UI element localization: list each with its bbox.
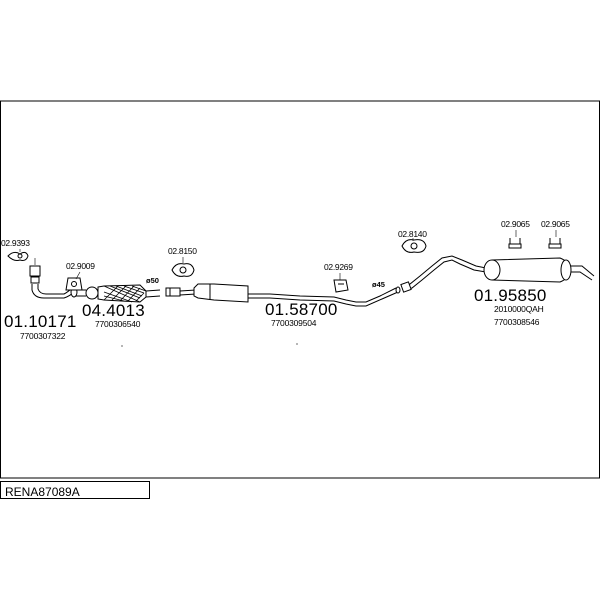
fitting-a-drawing	[7, 251, 29, 261]
oe-number-rear-1: 2010000QAH	[494, 304, 544, 314]
fitting-e-drawing	[401, 239, 427, 253]
fitting-label-a: 02.9393	[1, 238, 30, 248]
part-number-middle: 01.58700	[265, 300, 338, 319]
sleeve-drawing	[165, 287, 181, 297]
fitting-f-drawing	[508, 238, 522, 249]
part-number-catalyst: 04.4013	[82, 301, 145, 320]
fitting-g-drawing	[548, 238, 562, 249]
diameter-label-1: ø50	[146, 276, 159, 285]
rear-silencer-drawing	[400, 255, 595, 293]
oe-number-downpipe: 7700307322	[20, 331, 66, 341]
catalyst-drawing	[85, 284, 161, 303]
fitting-label-g: 02.9065	[541, 219, 570, 229]
fitting-c-drawing	[171, 263, 195, 277]
fitting-d-drawing	[333, 279, 349, 293]
dot-2	[296, 343, 298, 345]
diameter-label-2: ø45	[372, 280, 385, 289]
fitting-label-e: 02.8140	[398, 229, 427, 239]
leader-lines	[19, 230, 557, 280]
title-box: RENA87089A	[0, 481, 150, 499]
fitting-b-drawing	[65, 277, 83, 291]
oe-number-catalyst: 7700306540	[95, 319, 141, 329]
part-number-rear: 01.95850	[474, 286, 547, 305]
part-number-downpipe: 01.10171	[4, 312, 77, 331]
diagram-title: RENA87089A	[5, 485, 80, 499]
fitting-label-c: 02.8150	[168, 246, 197, 256]
dot-1	[121, 345, 123, 347]
fitting-label-b: 02.9009	[66, 261, 95, 271]
fitting-label-f: 02.9065	[501, 219, 530, 229]
middle-section-drawing	[179, 283, 401, 307]
oe-number-middle: 7700309504	[271, 318, 317, 328]
fitting-label-d: 02.9269	[324, 262, 353, 272]
oe-number-rear-2: 7700308546	[494, 317, 540, 327]
